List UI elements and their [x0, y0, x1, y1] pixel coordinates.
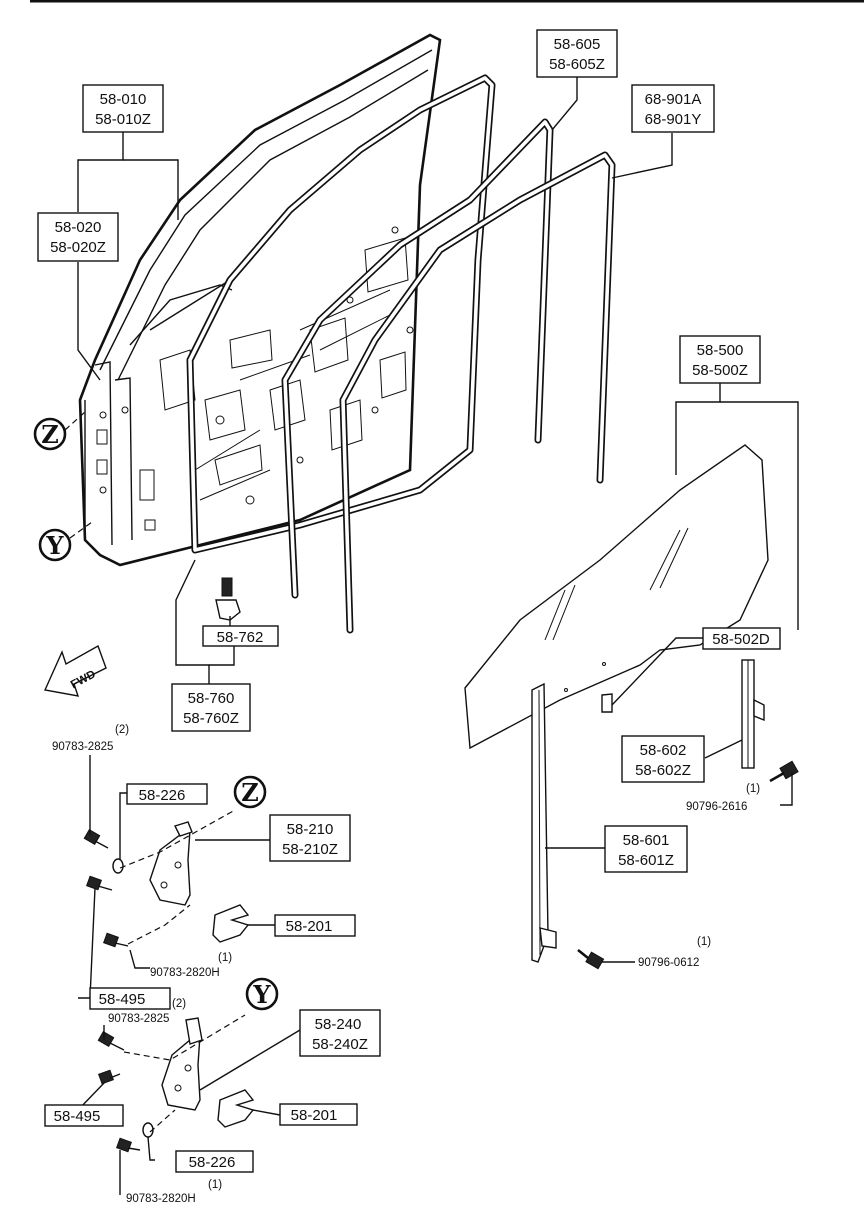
- front-glass-guide[interactable]: [531, 682, 557, 963]
- svg-text:58-602: 58-602: [640, 742, 687, 759]
- svg-text:58-201: 58-201: [291, 1107, 338, 1124]
- part-number-bolt-lower-top[interactable]: 90783-2825: [108, 1013, 169, 1025]
- svg-text:58-240: 58-240: [315, 1016, 362, 1033]
- svg-text:58-762: 58-762: [217, 629, 264, 646]
- callout-68-901[interactable]: 68-901A 68-901Y: [631, 84, 715, 133]
- svg-text:58-226: 58-226: [139, 787, 186, 804]
- callout-58-226-upper[interactable]: 58-226: [126, 783, 208, 805]
- lower-shim[interactable]: [217, 1089, 255, 1128]
- svg-text:68-901Y: 68-901Y: [645, 111, 702, 128]
- clip-part[interactable]: [215, 577, 241, 621]
- front-guide-bolt[interactable]: [577, 948, 605, 970]
- callout-58-602[interactable]: 58-602 58-602Z: [621, 735, 705, 783]
- upper-shim[interactable]: [212, 904, 250, 943]
- svg-text:58-500Z: 58-500Z: [692, 362, 748, 379]
- callout-58-495-upper[interactable]: 58-495: [89, 987, 171, 1010]
- callout-58-601[interactable]: 58-601 58-601Z: [604, 825, 688, 873]
- leader-lines: [77, 77, 799, 1195]
- svg-text:58-495: 58-495: [54, 1108, 101, 1125]
- svg-text:Z: Z: [241, 778, 259, 807]
- rear-guide-bolt[interactable]: [769, 760, 799, 783]
- callout-58-605[interactable]: 58-605 58-605Z: [536, 29, 618, 78]
- svg-text:58-500: 58-500: [697, 342, 744, 359]
- svg-text:Y: Y: [45, 531, 64, 560]
- fwd-arrow-icon: FWD: [43, 644, 107, 697]
- part-number-bolt-upper-top[interactable]: 90783-2825: [52, 741, 113, 753]
- marker-z-hinge: Z: [233, 775, 267, 809]
- callout-58-201-upper[interactable]: 58-201: [274, 914, 356, 937]
- upper-washer[interactable]: [112, 858, 124, 874]
- svg-text:58-020Z: 58-020Z: [50, 239, 106, 256]
- svg-text:58-240Z: 58-240Z: [312, 1036, 368, 1053]
- upper-bolt-c[interactable]: [103, 932, 129, 948]
- callout-58-762[interactable]: 58-762: [202, 625, 279, 647]
- rear-glass-guide[interactable]: [741, 659, 765, 769]
- upper-bolt-b[interactable]: [86, 875, 113, 891]
- lower-bolt-b[interactable]: [98, 1069, 121, 1085]
- qty-bolt-lower-top: (2): [172, 998, 186, 1010]
- callout-58-201-lower[interactable]: 58-201: [279, 1103, 358, 1126]
- glass-run-channel[interactable]: [339, 151, 616, 634]
- svg-text:68-901A: 68-901A: [645, 91, 702, 108]
- upper-bolt-a[interactable]: [83, 828, 109, 849]
- svg-text:Z: Z: [41, 420, 59, 449]
- part-number-guide-bolt-front[interactable]: 90796-0612: [638, 957, 699, 969]
- svg-text:58-226: 58-226: [189, 1154, 236, 1171]
- door-weatherstrip[interactable]: [186, 74, 496, 554]
- callout-58-226-lower[interactable]: 58-226: [175, 1150, 254, 1173]
- outer-seal[interactable]: [281, 118, 554, 599]
- svg-text:58-502D: 58-502D: [712, 631, 770, 648]
- qty-guide-bolt-front: (1): [697, 936, 711, 948]
- lower-bolt-a[interactable]: [97, 1030, 125, 1051]
- part-number-guide-bolt-rear[interactable]: 90796-2616: [686, 801, 747, 813]
- marker-y-door: Y: [38, 528, 72, 562]
- lower-hinge[interactable]: [161, 1017, 203, 1111]
- qty-bolt-lower-bottom: (1): [208, 1179, 222, 1191]
- svg-text:58-020: 58-020: [55, 219, 102, 236]
- qty-bolt-upper-top: (2): [115, 724, 129, 736]
- upper-hinge[interactable]: [149, 821, 193, 906]
- svg-text:58-210: 58-210: [287, 821, 334, 838]
- svg-text:58-201: 58-201: [286, 918, 333, 935]
- callout-58-502D[interactable]: 58-502D: [702, 627, 781, 650]
- marker-y-hinge: Y: [245, 977, 279, 1011]
- svg-text:58-601Z: 58-601Z: [618, 852, 674, 869]
- svg-text:58-605Z: 58-605Z: [549, 56, 605, 73]
- svg-text:58-601: 58-601: [623, 832, 670, 849]
- svg-text:58-760: 58-760: [188, 690, 235, 707]
- callout-58-010[interactable]: 58-010 58-010Z: [82, 84, 164, 133]
- qty-guide-bolt-rear: (1): [746, 783, 760, 795]
- svg-text:58-010: 58-010: [100, 91, 147, 108]
- svg-text:58-602Z: 58-602Z: [635, 762, 691, 779]
- svg-text:58-605: 58-605: [554, 36, 601, 53]
- lower-bolt-c[interactable]: [116, 1137, 141, 1153]
- part-number-bolt-upper-bottom[interactable]: 90783-2820H: [150, 967, 220, 979]
- callout-58-240[interactable]: 58-240 58-240Z: [299, 1009, 381, 1057]
- callout-58-495-lower[interactable]: 58-495: [44, 1104, 124, 1127]
- svg-text:58-495: 58-495: [99, 991, 146, 1008]
- part-number-bolt-lower-bottom[interactable]: 90783-2820H: [126, 1193, 196, 1205]
- door-glass[interactable]: [464, 444, 769, 750]
- svg-text:58-010Z: 58-010Z: [95, 111, 151, 128]
- callout-58-760[interactable]: 58-760 58-760Z: [171, 683, 251, 732]
- svg-text:58-760Z: 58-760Z: [183, 710, 239, 727]
- svg-text:58-210Z: 58-210Z: [282, 841, 338, 858]
- marker-z-door: Z: [33, 417, 67, 451]
- callout-58-210[interactable]: 58-210 58-210Z: [269, 814, 351, 862]
- qty-shim-upper: (1): [218, 952, 232, 964]
- callout-58-500[interactable]: 58-500 58-500Z: [679, 335, 761, 384]
- svg-text:Y: Y: [252, 980, 271, 1009]
- callout-58-020[interactable]: 58-020 58-020Z: [37, 212, 119, 262]
- door-shell-illustration[interactable]: [78, 33, 442, 567]
